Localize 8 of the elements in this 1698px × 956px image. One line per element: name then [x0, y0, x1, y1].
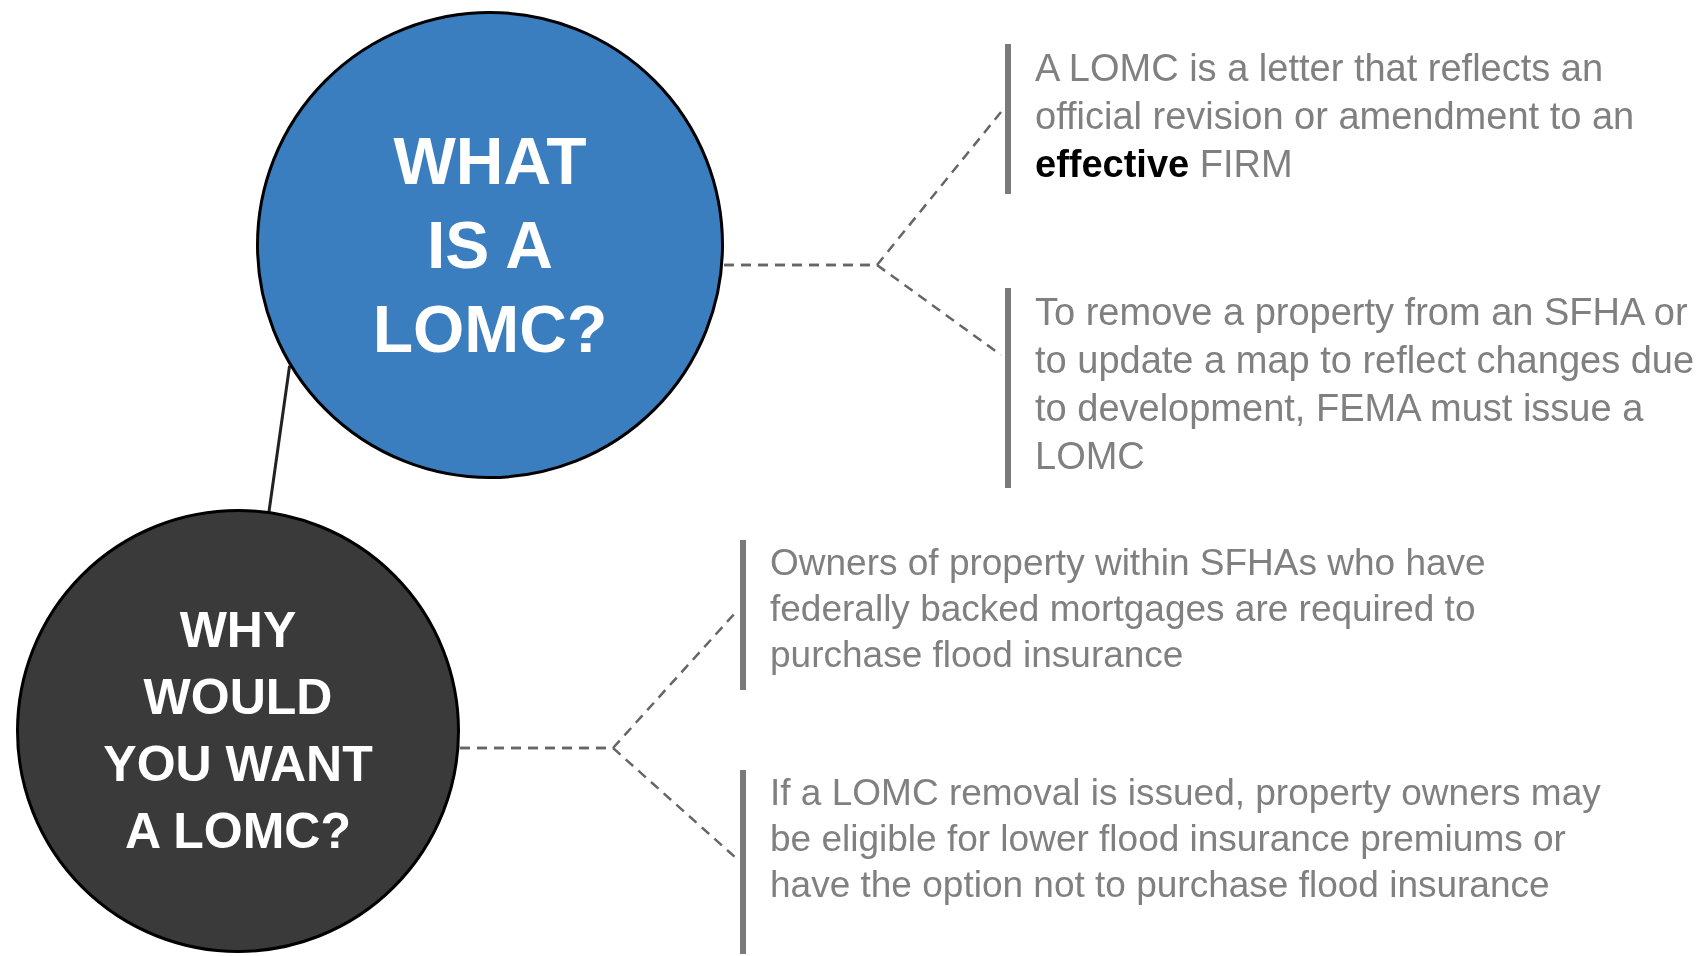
dashed-connector [460, 746, 737, 859]
question-text: WHY WOULD YOU WANT A LOMC? [102, 601, 374, 861]
description-text: To remove a property from an SFHA or to update a map to reflect changes due to development, FEMA must issue a LOMC [1035, 290, 1695, 479]
dashed-connector [724, 263, 1002, 356]
question-text: WHAT IS A LOMC? [371, 123, 609, 368]
description-text: If a LOMC removal is issued, property owners may be eligible for lower flood insurance premiums or have the option not to purchase flood insurance [770, 771, 1602, 907]
description-text: Owners of property within SFHAs who have federally backed mortgages are required to purchase flood insurance [770, 541, 1487, 677]
description-text: A LOMC is a letter that reflects an official revision or amendment to an effective FIRM [1035, 46, 1636, 187]
